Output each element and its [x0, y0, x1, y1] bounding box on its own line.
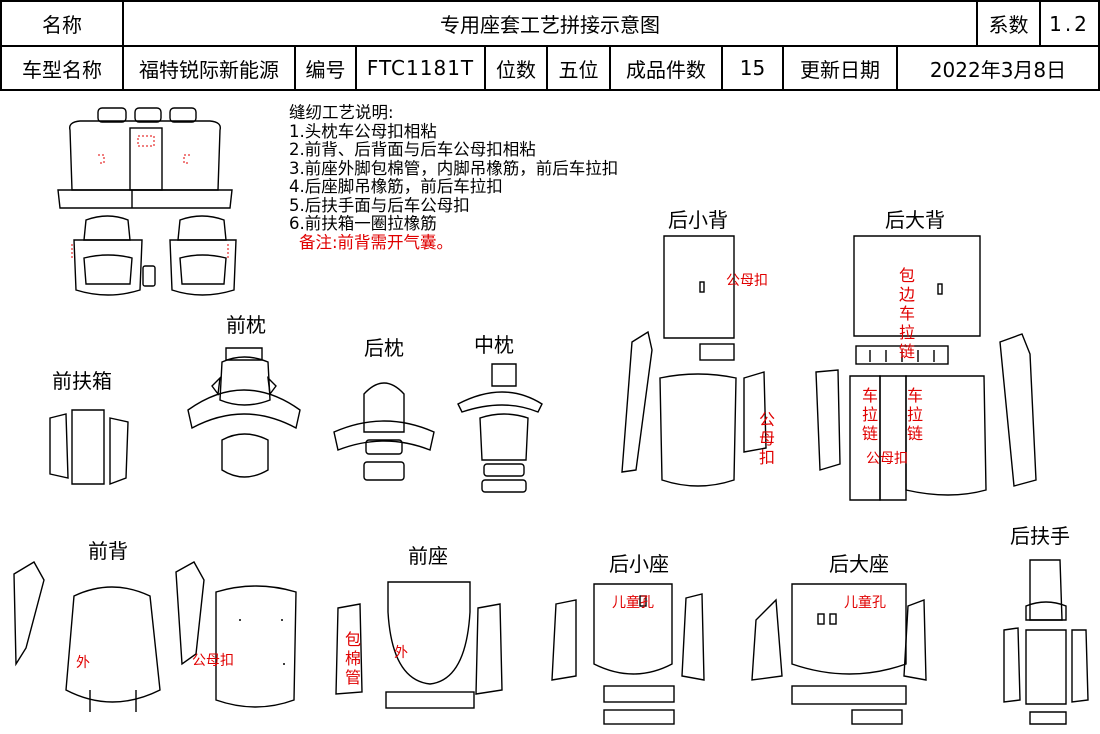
table-border-right	[1098, 0, 1100, 90]
sewing-notes: 缝纫工艺说明: 1.头枕车公母扣相粘 2.前背、后背面与后车公母扣相粘 3.前座…	[289, 103, 619, 252]
model-label: 车型名称	[22, 57, 102, 82]
section-front-back: 前背	[88, 539, 128, 563]
annotation-snap: 公母扣	[192, 653, 234, 669]
table-divider	[294, 46, 296, 90]
pattern-rear-small-seat	[551, 583, 705, 725]
notes-heading: 缝纫工艺说明:	[289, 103, 394, 122]
section-rear-headrest: 后枕	[364, 336, 404, 360]
model-value: 福特锐际新能源	[139, 57, 279, 82]
annotation-outer: 外	[394, 645, 408, 661]
pattern-rear-large-back	[815, 235, 1037, 501]
notes-remark: 备注:前背需开气囊。	[299, 232, 454, 252]
table-divider	[1039, 0, 1041, 46]
table-divider	[484, 46, 486, 90]
section-rear-large-seat: 后大座	[829, 552, 889, 576]
seats-label: 位数	[496, 57, 536, 82]
section-rear-large-back: 后大背	[885, 208, 945, 232]
code-label: 编号	[305, 57, 346, 82]
table-divider	[976, 0, 978, 46]
section-front-headrest: 前枕	[226, 313, 266, 337]
section-mid-headrest: 中枕	[474, 333, 514, 357]
annotation-zip-left: 车拉链	[861, 386, 878, 443]
table-divider	[355, 46, 357, 90]
section-rear-armrest: 后扶手	[1010, 524, 1070, 548]
annotation-zip-right: 车拉链	[906, 386, 923, 443]
date-label: 更新日期	[800, 57, 880, 82]
table-divider	[546, 46, 548, 90]
pieces-value: 15	[739, 56, 766, 80]
name-label: 名称	[42, 13, 82, 37]
annotation-snap: 公母扣	[866, 451, 908, 467]
page-title: 专用座套工艺拼接示意图	[440, 13, 660, 37]
pattern-front-armbox	[49, 409, 129, 486]
annotation-snap-vertical: 公母扣	[758, 410, 775, 467]
notes-item: 5.后扶手面与后车公母扣	[289, 195, 470, 215]
pattern-rear-small-back	[621, 235, 767, 487]
coef-label: 系数	[988, 13, 1029, 37]
table-divider	[896, 46, 898, 90]
table-border-top	[0, 0, 1100, 2]
table-border-left	[0, 0, 2, 90]
notes-item: 2.前背、后背面与后车公母扣相粘	[289, 140, 536, 159]
table-divider	[782, 46, 784, 90]
code-value: FTC1181T	[366, 56, 475, 80]
pattern-rear-headrest	[333, 382, 435, 481]
pattern-front-seat	[335, 581, 503, 709]
annotation-child-hole: 儿童孔	[844, 595, 886, 611]
annotation-cotton-tube: 包棉管	[344, 630, 361, 687]
table-divider	[721, 46, 723, 90]
notes-item: 6.前扶箱一圈拉橡筋	[289, 214, 437, 233]
pattern-rear-armrest	[1003, 559, 1089, 725]
section-front-armbox: 前扶箱	[52, 369, 112, 393]
annotation-wrap-zip: 包边车拉链	[898, 266, 915, 361]
date-value: 2022年3月8日	[929, 57, 1067, 82]
overview-rear-bench	[57, 107, 233, 209]
pattern-front-back	[13, 561, 297, 712]
pieces-label: 成品件数	[626, 57, 706, 82]
section-rear-small-back: 后小背	[668, 208, 728, 232]
table-divider	[122, 46, 124, 90]
coef-value: 1.2	[1049, 11, 1090, 36]
pattern-rear-large-seat	[751, 583, 927, 725]
pattern-mid-headrest	[457, 363, 543, 493]
table-border-bottom	[0, 89, 1100, 91]
table-border-mid	[0, 45, 1100, 47]
seats-value: 五位	[558, 57, 599, 82]
pattern-front-headrest	[187, 347, 301, 478]
notes-item: 3.前座外脚包棉管，内脚吊橡筋，前后车拉扣	[289, 158, 619, 178]
annotation-snap: 公母扣	[726, 273, 768, 289]
notes-item: 4.后座脚吊橡筋，前后车拉扣	[289, 177, 503, 196]
overview-front-seats	[71, 215, 237, 296]
annotation-outer: 外	[76, 655, 90, 671]
table-divider	[122, 0, 124, 46]
section-rear-small-seat: 后小座	[609, 552, 669, 576]
annotation-child-hole: 儿童孔	[612, 595, 654, 611]
section-front-seat: 前座	[408, 544, 448, 568]
notes-item: 1.头枕车公母扣相粘	[289, 121, 437, 141]
table-divider	[609, 46, 611, 90]
